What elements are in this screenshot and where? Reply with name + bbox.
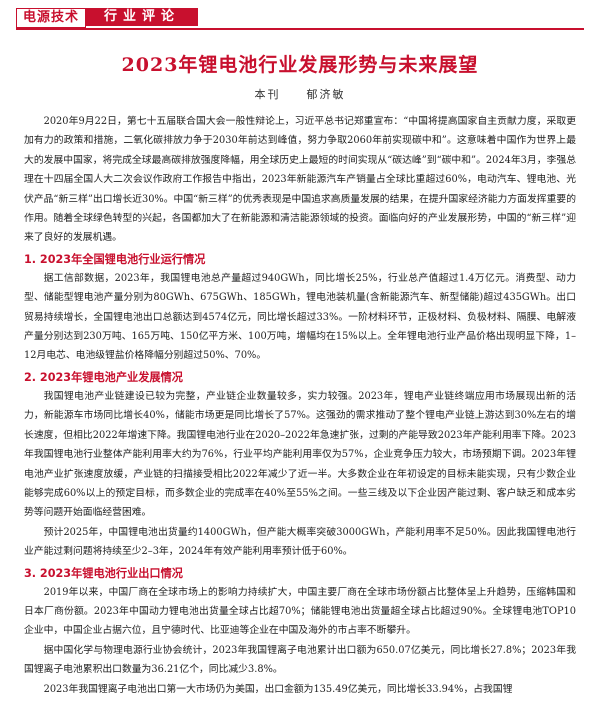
- body-paragraph: 预计2025年，中国锂电池出货量约1400GWh，但产能大概率突破3000GWh…: [24, 526, 576, 558]
- body-paragraph: 2019年以来，中国厂商在全球市场上的影响力持续扩大，中国主要厂商在全球市场份额…: [24, 586, 576, 637]
- article-title: 2023年锂电池行业发展形势与未来展望: [121, 54, 479, 76]
- article-body: 2020年9月22日，第七十五届联合国大会一般性辩论上，习近平总书记郑重宣布：“…: [24, 112, 576, 699]
- article-byline: 本刊 郁济敏: [254, 88, 346, 101]
- intro-paragraph: 2020年9月22日，第七十五届联合国大会一般性辩论上，习近平总书记郑重宣布：“…: [24, 116, 576, 244]
- body-paragraph: 我国锂电池产业链建设已较为完整，产业链企业数量较多，实力较强。2023年，锂电产…: [24, 390, 576, 519]
- journal-header: 电源技术 行业评论: [16, 8, 584, 34]
- section-heading: 2. 2023年锂电池产业发展情况: [24, 370, 183, 384]
- section-heading: 3. 2023年锂电池行业出口情况: [24, 566, 183, 580]
- body-paragraph: 据中国化学与物理电源行业协会统计，2023年我国锂离子电池累计出口额为650.0…: [24, 644, 576, 676]
- journal-name: 电源技术: [16, 8, 86, 28]
- body-paragraph: 据工信部数据，2023年，我国锂电池总产量超过940GWh，同比增长25%，行业…: [24, 272, 576, 362]
- header-rule: [16, 28, 584, 30]
- column-name: 行业评论: [86, 8, 198, 26]
- section-heading: 1. 2023年全国锂电池行业运行情况: [24, 252, 206, 266]
- body-paragraph: 2023年我国锂离子电池出口第一大市场仍为美国，出口金额为135.49亿美元，同…: [43, 683, 513, 695]
